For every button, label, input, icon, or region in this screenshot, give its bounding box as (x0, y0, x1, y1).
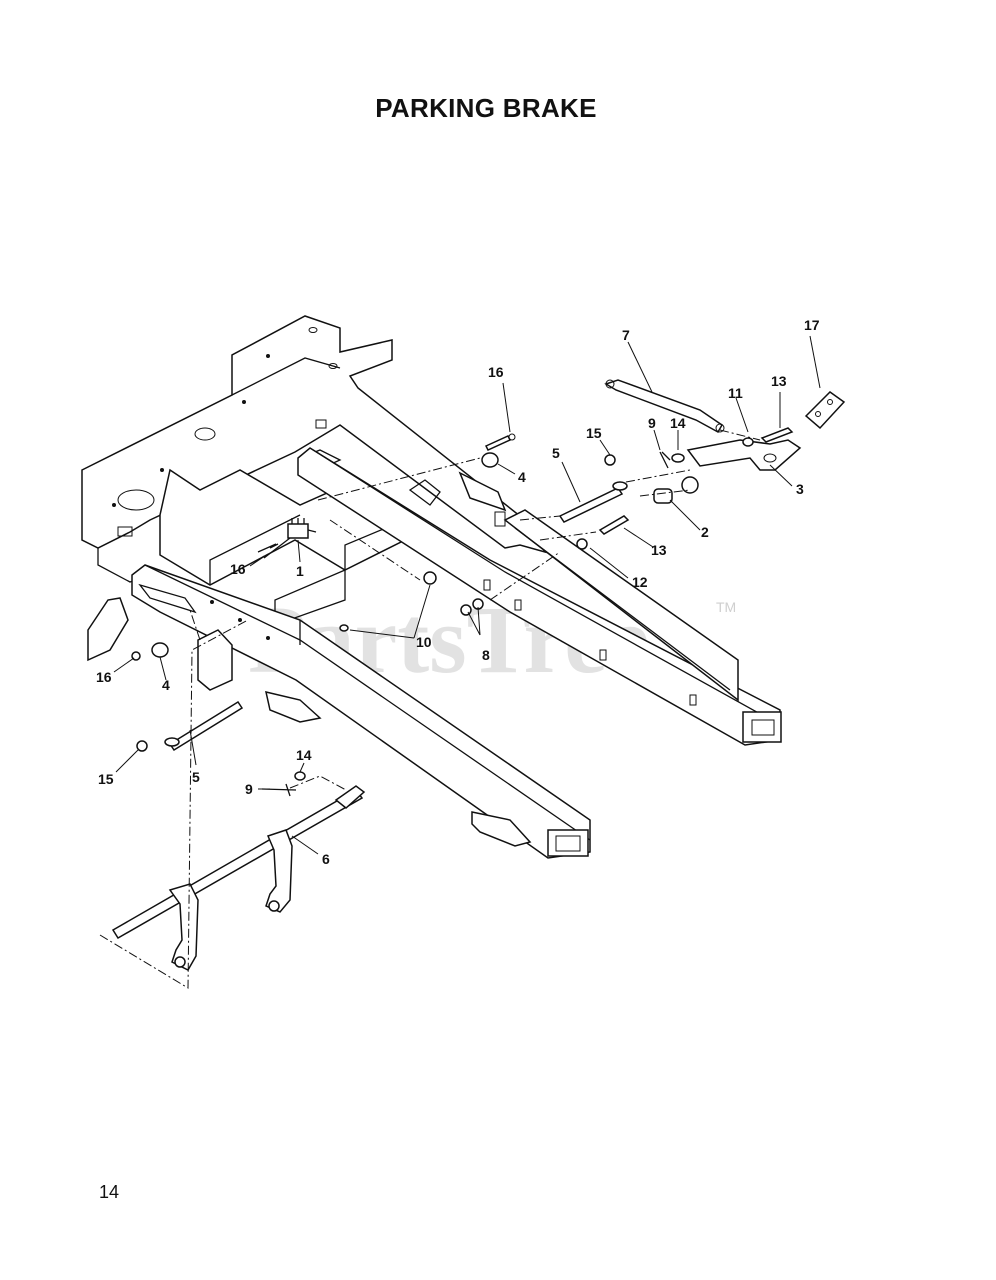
callout-16-middle: 16 (230, 561, 246, 577)
callout-5-lower: 5 (192, 769, 200, 785)
callout-6: 6 (322, 851, 330, 867)
callout-14-upper: 14 (670, 415, 686, 431)
right-frame-rail (297, 447, 782, 746)
brake-switch (287, 518, 317, 539)
callout-13-lower: 13 (651, 542, 667, 558)
watermark-trademark: TM (716, 599, 736, 615)
page-title: PARKING BRAKE (375, 93, 597, 123)
callout-16-upper: 16 (488, 364, 504, 380)
callout-16-lower: 16 (96, 669, 112, 685)
left-frame-rail (87, 564, 591, 859)
callout-4-lower: 4 (162, 677, 170, 693)
brake-pad (804, 391, 846, 430)
callout-17: 17 (804, 317, 820, 333)
callout-12: 12 (632, 574, 648, 590)
callout-14-lower: 14 (296, 747, 312, 763)
callout-5-upper: 5 (552, 445, 560, 461)
callout-13-upper: 13 (771, 373, 787, 389)
page-number: 14 (99, 1182, 120, 1202)
callout-11: 11 (728, 385, 743, 401)
callout-10: 10 (416, 634, 432, 650)
callout-2: 2 (701, 524, 709, 540)
callout-9-upper: 9 (648, 415, 656, 431)
pedal-shaft (111, 785, 366, 971)
callout-1: 1 (296, 563, 304, 579)
callout-15-lower: 15 (98, 771, 114, 787)
callout-8: 8 (482, 647, 490, 663)
callout-15-upper: 15 (586, 425, 602, 441)
callout-3: 3 (796, 481, 804, 497)
brake-lever-rod (604, 379, 725, 434)
callout-4-upper: 4 (518, 469, 526, 485)
callout-7: 7 (622, 327, 630, 343)
callout-9-lower: 9 (245, 781, 253, 797)
bell-crank (686, 439, 802, 471)
